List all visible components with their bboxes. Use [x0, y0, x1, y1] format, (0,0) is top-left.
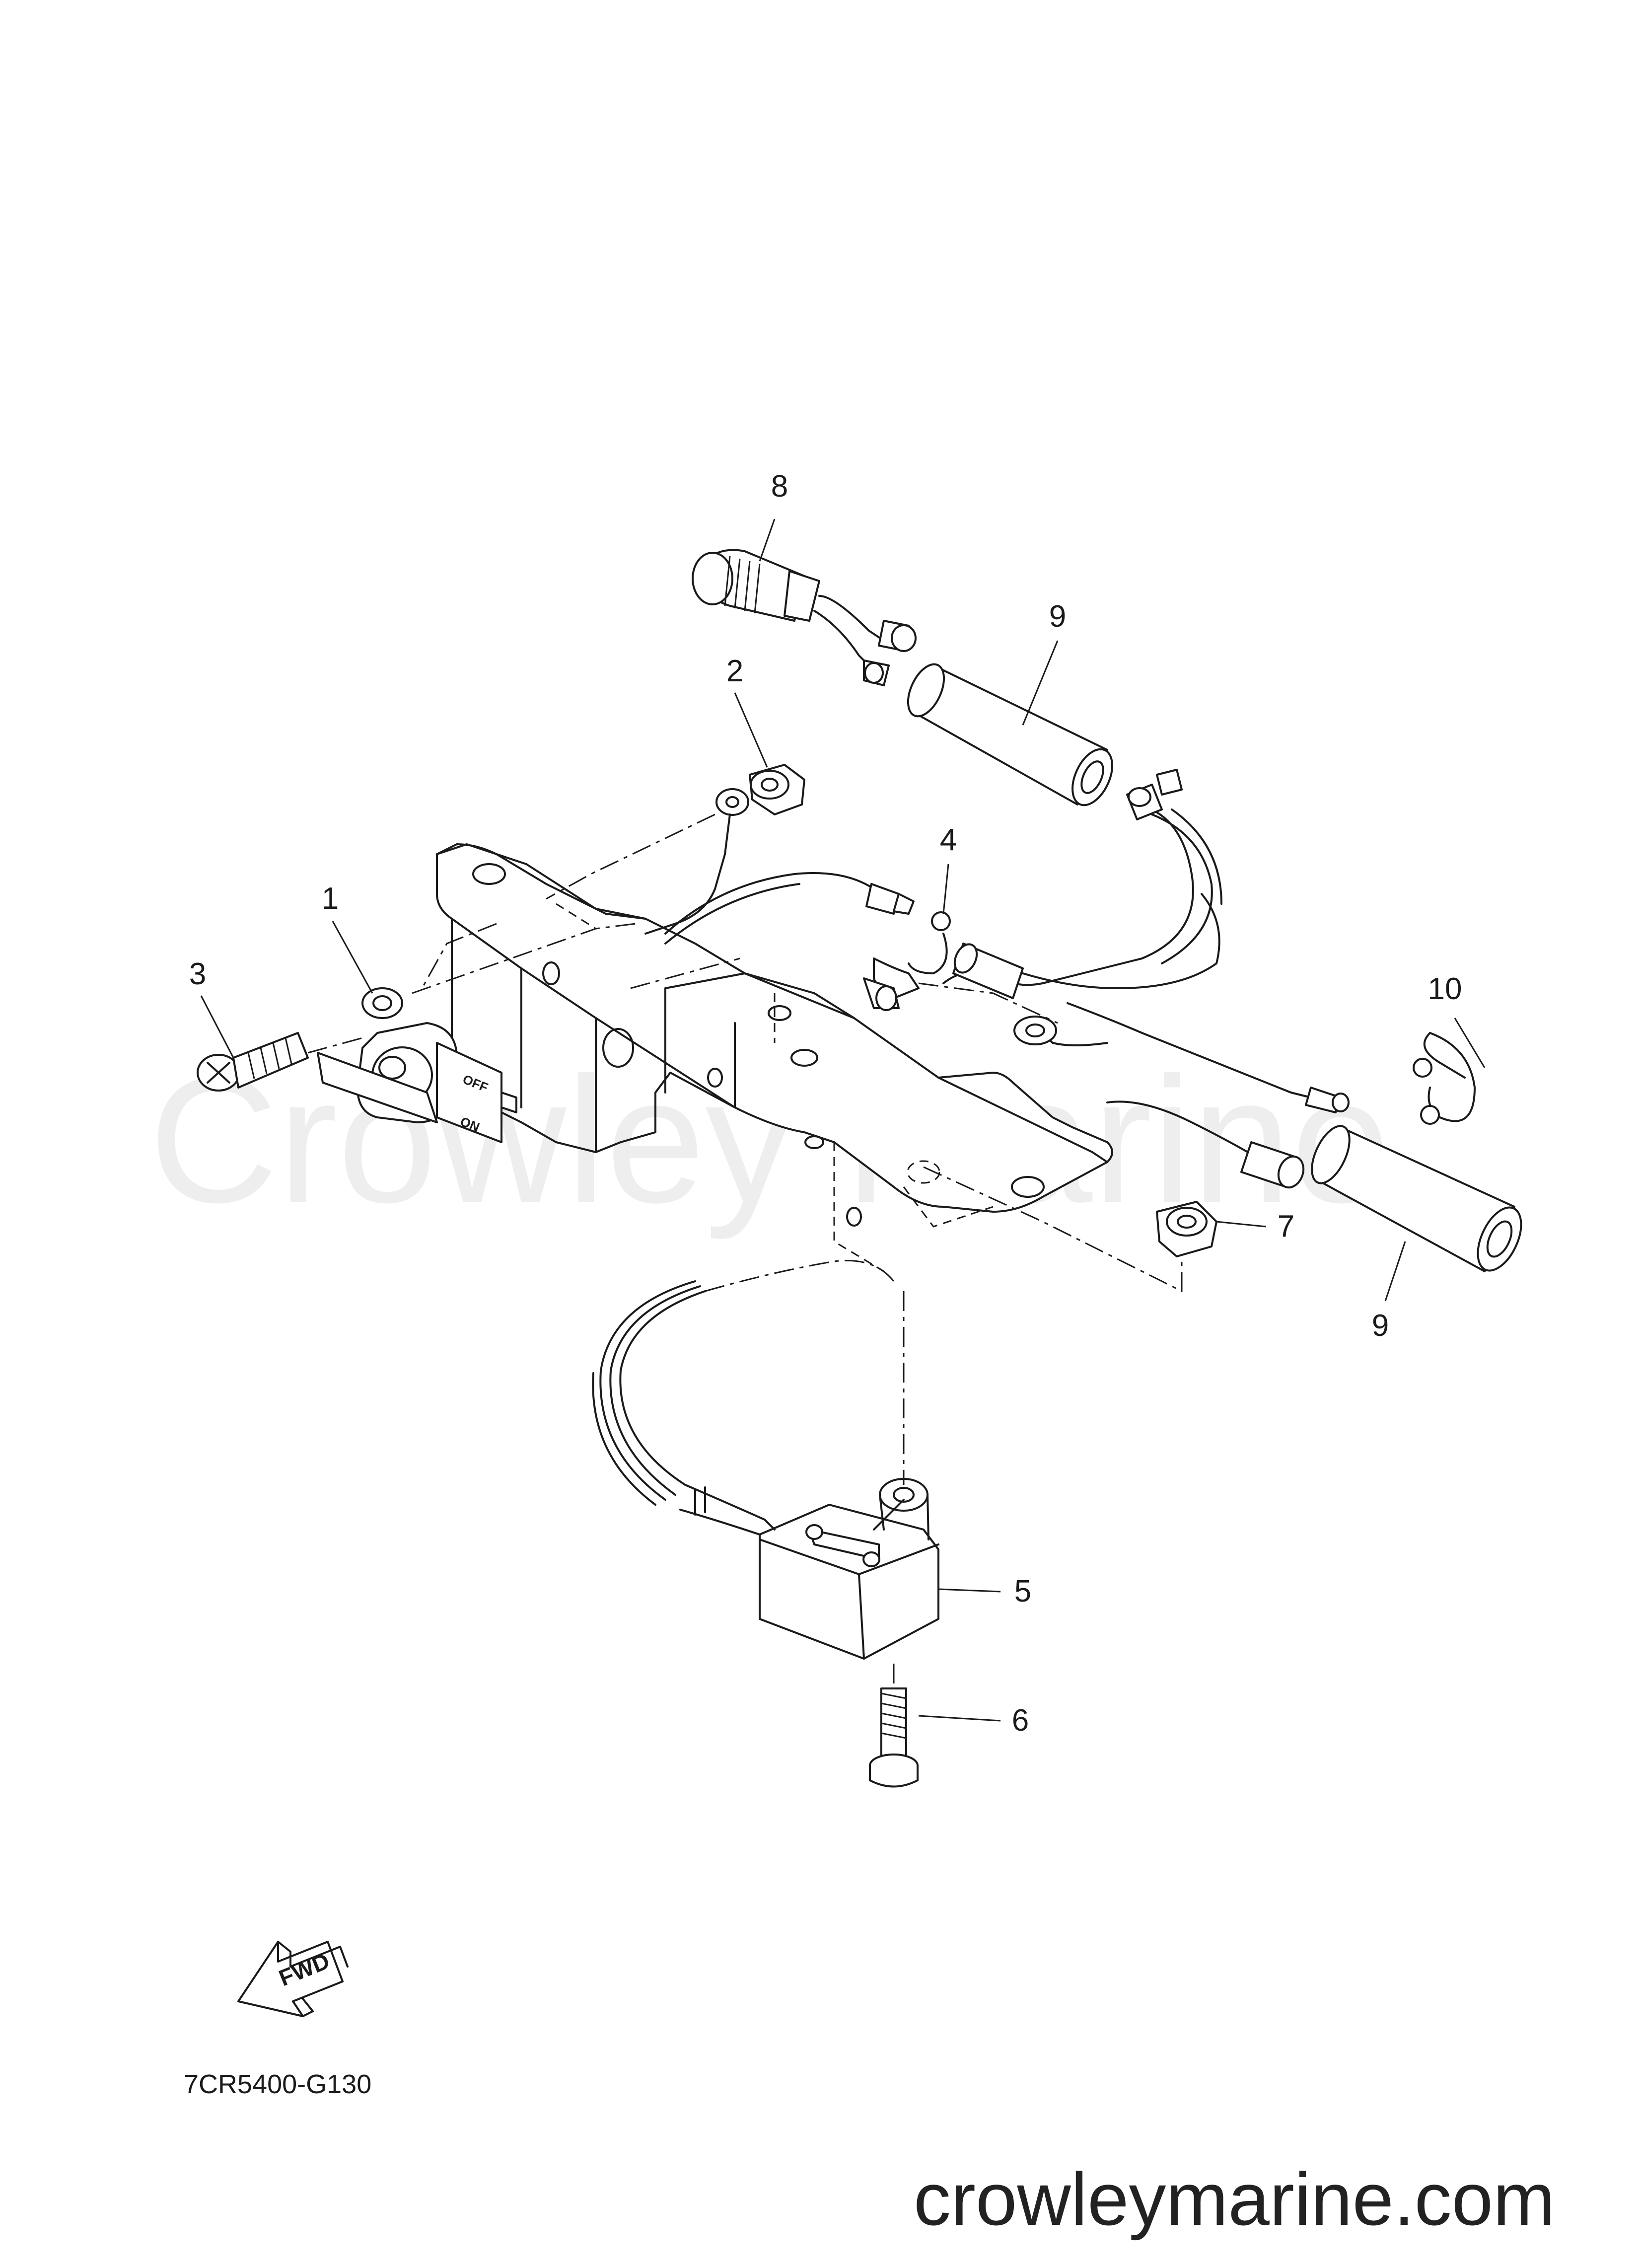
- drawing-code: 7CR5400-G130: [184, 2069, 371, 2099]
- part-9-tube-lower: [1311, 1125, 1522, 1272]
- assembly-lines: [307, 813, 1183, 1683]
- ring-terminal-upper: [644, 788, 749, 935]
- callout-10: 10: [1428, 972, 1462, 1006]
- part-7-nut: [1156, 1201, 1217, 1257]
- callout-9-upper: 9: [1049, 599, 1066, 634]
- leader-lines: [200, 518, 1486, 1722]
- cable-bundle: [592, 1259, 895, 1516]
- callout-5: 5: [1014, 1574, 1031, 1609]
- part-9-tube-upper: [907, 663, 1113, 806]
- part-1-switch: OFF ON: [317, 987, 517, 1143]
- mount-bracket: [436, 843, 1113, 1272]
- callout-2: 2: [726, 654, 743, 688]
- part-6-bolt: [869, 1687, 919, 1788]
- part-4-clamp: [863, 911, 951, 1011]
- site-url: crowleymarine.com: [914, 2157, 1555, 2241]
- callout-8: 8: [771, 469, 788, 504]
- part-3-screw: [197, 1032, 309, 1092]
- callout-4: 4: [940, 823, 957, 857]
- callout-7: 7: [1278, 1209, 1294, 1244]
- part-8-connector: [692, 549, 917, 686]
- callout-1: 1: [322, 881, 339, 916]
- fwd-arrow: FWD: [237, 1941, 349, 2017]
- callout-3: 3: [189, 957, 206, 991]
- callout-9-lower: 9: [1372, 1309, 1389, 1343]
- part-10-clip: [1413, 1032, 1476, 1125]
- part-5-control-box: [679, 1478, 939, 1660]
- callout-labels: 8 9 2 4 1 3 10 7 9 5 6: [189, 469, 1462, 1738]
- callout-6: 6: [1012, 1703, 1029, 1738]
- wiring-harness: [664, 769, 1350, 1189]
- part-2-nut: [749, 764, 805, 815]
